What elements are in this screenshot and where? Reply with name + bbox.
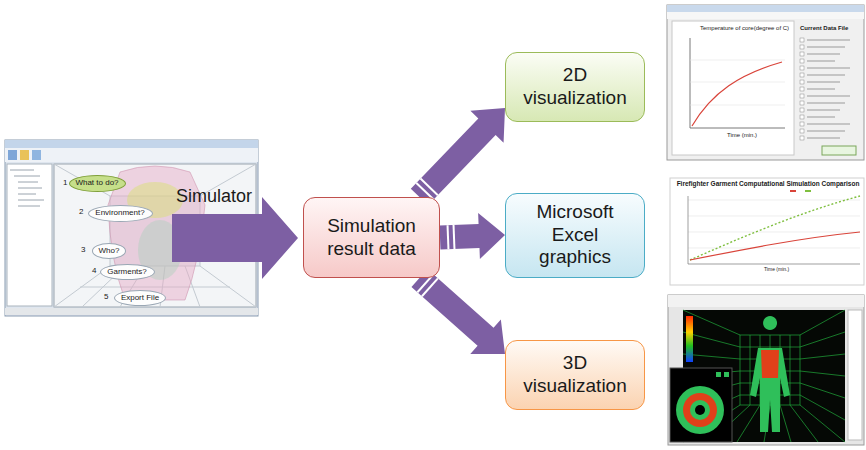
screenshot-text: Current Data File bbox=[800, 25, 848, 32]
node-text: Environment? bbox=[95, 209, 144, 218]
block-arrow bbox=[411, 108, 505, 205]
node-text: 3D visualization bbox=[516, 352, 634, 398]
step-number: 3 bbox=[81, 245, 85, 254]
output-box: 2D visualization bbox=[505, 52, 645, 122]
step-number: 1 bbox=[63, 178, 67, 187]
arrow-label: Simulator bbox=[176, 186, 252, 207]
node-text: Who? bbox=[99, 247, 120, 256]
step-bubble: Export File bbox=[114, 290, 166, 306]
output-box: 3D visualization bbox=[505, 340, 645, 410]
simulator-arrow bbox=[172, 197, 298, 279]
process-box: Simulation result data bbox=[303, 197, 440, 278]
node-text: 2D visualization bbox=[516, 64, 634, 110]
node-text: Simulation result data bbox=[314, 215, 429, 261]
node-text: Microsoft Excel graphics bbox=[516, 201, 634, 269]
arrow-stripe bbox=[447, 225, 450, 249]
block-arrow bbox=[440, 213, 505, 259]
step-number: 4 bbox=[92, 266, 96, 275]
node-text: Export File bbox=[121, 294, 159, 303]
step-bubble: What to do? bbox=[69, 175, 126, 192]
arrow-stripe bbox=[453, 225, 456, 249]
3d-screenshot bbox=[668, 295, 864, 445]
output-box: Microsoft Excel graphics bbox=[505, 193, 645, 278]
arrow-body bbox=[411, 108, 505, 205]
excel-chart-screenshot bbox=[670, 178, 864, 285]
step-bubble: Environment? bbox=[88, 205, 153, 222]
step-bubble: Who? bbox=[92, 243, 126, 259]
step-number: 2 bbox=[79, 207, 83, 216]
arrow-stripe bbox=[421, 179, 438, 196]
block-arrow bbox=[411, 269, 505, 354]
arrow-body bbox=[411, 269, 505, 354]
2d-screenshot bbox=[667, 5, 864, 160]
screenshot-text: Temperature of core(degree of C) bbox=[700, 25, 789, 32]
screenshot-text: Firefighter Garment Computational Simula… bbox=[676, 180, 860, 187]
arrow-stripe bbox=[422, 278, 438, 296]
node-text: Garments? bbox=[107, 268, 147, 277]
node-text: What to do? bbox=[75, 179, 118, 188]
step-bubble: Garments? bbox=[100, 264, 155, 280]
step-number: 5 bbox=[104, 292, 108, 301]
screenshot-text: Time (min.) bbox=[727, 132, 757, 139]
arrow-body bbox=[440, 213, 505, 259]
screenshot-text: Time (min.) bbox=[764, 267, 789, 273]
